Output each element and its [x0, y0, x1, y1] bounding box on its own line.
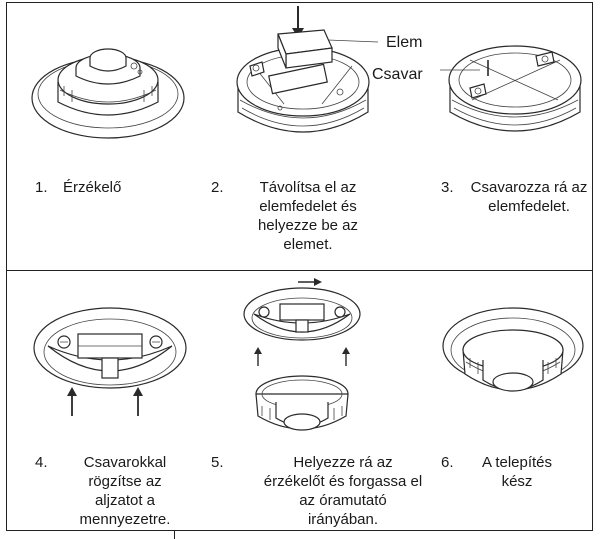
diagram-frame — [6, 0, 593, 539]
step-4-caption: 4. Csavarokkal rögzítse az aljzatot a me… — [35, 453, 195, 533]
battery-label: Elem — [386, 34, 423, 51]
frame-border-top — [6, 2, 593, 3]
step-2-number: 2. — [211, 179, 224, 196]
row-divider — [6, 270, 593, 271]
installed-detector-illustration — [442, 307, 584, 392]
detector-illustration — [31, 48, 185, 139]
step-1-text: Érzékelő — [63, 179, 122, 196]
cover-screw-illustration — [440, 45, 582, 132]
step-5-text: Helyezze rá az érzékelőt és forgassa el … — [263, 454, 423, 528]
battery-insert-illustration — [236, 6, 379, 133]
step-6-number: 6. — [441, 454, 454, 471]
step-6-text: A telepítés kész — [481, 454, 553, 490]
step-2-text: Távolítsa el az elemfedelet és helyezze … — [257, 179, 359, 253]
step-3-caption: 3. Csavarozza rá az elemfedelet. — [441, 178, 591, 218]
attach-rotate-illustration — [243, 278, 361, 431]
step-2-caption: 2. Távolítsa el az elemfedelet és helyez… — [211, 178, 371, 258]
frame-border-left — [6, 2, 7, 530]
screw-label: Csavar — [372, 66, 423, 83]
step-3-number: 3. — [441, 179, 454, 196]
step-1-caption: 1. Érzékelő — [35, 178, 195, 218]
step-3-text: Csavarozza rá az elemfedelet. — [470, 179, 588, 215]
frame-tail-line — [174, 530, 175, 539]
step-1-number: 1. — [35, 179, 48, 196]
step-6-caption: 6. A telepítés kész — [441, 453, 591, 493]
step-4-number: 4. — [35, 454, 48, 471]
frame-border-bottom — [6, 530, 593, 531]
step-5-number: 5. — [211, 454, 224, 471]
frame-border-right — [592, 2, 593, 530]
base-mount-illustration — [33, 307, 187, 416]
step-5-caption: 5. Helyezze rá az érzékelőt és forgassa … — [211, 453, 431, 533]
step-4-text: Csavarokkal rögzítse az aljzatot a menny… — [79, 454, 171, 528]
